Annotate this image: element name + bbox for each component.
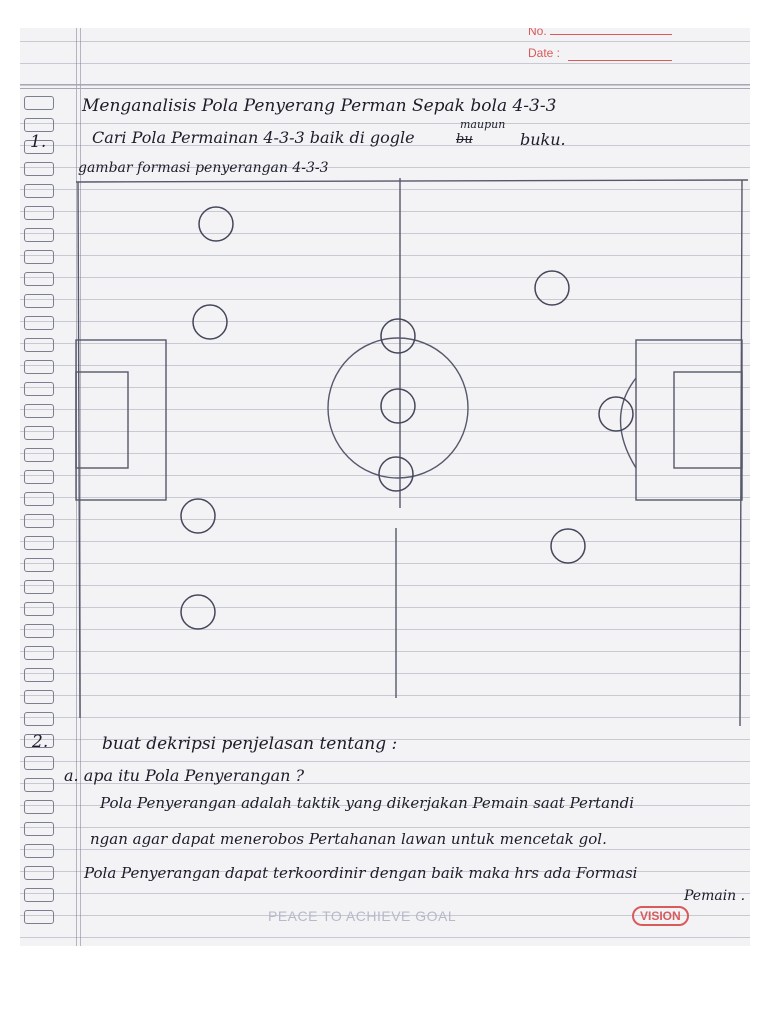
item1-insert: maupun <box>460 118 506 131</box>
left-penalty-box <box>75 339 167 501</box>
left-goal-box <box>75 371 129 469</box>
binder-box <box>24 822 54 836</box>
binder-box <box>24 624 54 638</box>
binder-box <box>24 668 54 682</box>
binder-box <box>24 514 54 528</box>
left-margin-line-2 <box>80 28 81 946</box>
diagram-caption: gambar formasi penyerangan 4-3-3 <box>78 160 329 176</box>
brand-logo: VISION <box>632 906 689 926</box>
item1-strikethrough: bu <box>456 132 473 147</box>
no-underline <box>550 34 672 35</box>
answer-line-2: ngan agar dapat menerobos Pertahanan law… <box>90 830 607 848</box>
binder-box <box>24 448 54 462</box>
binder-box <box>24 316 54 330</box>
player-marker <box>550 528 586 564</box>
binder-box <box>24 118 54 132</box>
binder-box <box>24 250 54 264</box>
binder-box <box>24 338 54 352</box>
player-marker <box>198 206 234 242</box>
answer-line-1: Pola Penyerangan adalah taktik yang dike… <box>100 794 635 812</box>
right-goal-box <box>673 371 743 469</box>
item1-number: 1. <box>30 132 47 152</box>
binder-box <box>24 228 54 242</box>
binder-box <box>24 712 54 726</box>
player-marker <box>380 388 416 424</box>
binder-box <box>24 426 54 440</box>
notebook-page: No. Date : Menganalisis Pola Penyerang P… <box>20 28 750 946</box>
item2-text: buat dekripsi penjelasan tentang : <box>102 734 398 754</box>
binder-box <box>24 778 54 792</box>
binder-box <box>24 866 54 880</box>
player-markers <box>180 206 634 630</box>
notes-title: Menganalisis Pola Penyerang Perman Sepak… <box>82 96 557 116</box>
binder-box <box>24 294 54 308</box>
no-label: No. <box>528 28 547 38</box>
binder-box <box>24 844 54 858</box>
binder-box <box>24 756 54 770</box>
binder-box <box>24 470 54 484</box>
item1-end: buku. <box>520 130 566 149</box>
binder-box <box>24 184 54 198</box>
header-rule-2 <box>20 88 750 89</box>
answer-line-3: Pola Penyerangan dapat terkoordinir deng… <box>84 864 638 882</box>
player-marker <box>180 498 216 534</box>
date-label: Date : <box>528 46 561 60</box>
binder-box <box>24 140 54 154</box>
footer-slogan: PEACE TO ACHIEVE GOAL <box>268 908 457 924</box>
item2-number: 2. <box>32 732 49 752</box>
binder-box <box>24 690 54 704</box>
binder-box <box>24 404 54 418</box>
binder-box <box>24 888 54 902</box>
header-rule <box>20 84 750 85</box>
binder-box <box>24 602 54 616</box>
center-circle <box>327 337 469 479</box>
binder-box <box>24 646 54 660</box>
player-marker <box>180 594 216 630</box>
binder-box <box>24 800 54 814</box>
binder-box <box>24 910 54 924</box>
player-marker <box>534 270 570 306</box>
player-marker <box>192 304 228 340</box>
binder-box <box>24 536 54 550</box>
binder-box <box>24 382 54 396</box>
binder-box <box>24 96 54 110</box>
player-marker <box>380 318 416 354</box>
pitch-right-line <box>739 179 743 727</box>
question-a: a. apa itu Pola Penyerangan ? <box>64 766 305 785</box>
binder-box <box>24 360 54 374</box>
pitch-top-line <box>75 179 749 183</box>
binder-box <box>24 272 54 286</box>
date-underline <box>568 60 672 61</box>
binder-box <box>24 734 54 748</box>
binder-box <box>24 162 54 176</box>
binder-box <box>24 580 54 594</box>
player-marker <box>378 456 414 492</box>
binder-box <box>24 558 54 572</box>
pitch-left-line <box>77 181 81 719</box>
item1-text: Cari Pola Permainan 4-3-3 baik di gogle <box>92 128 415 147</box>
right-penalty-box <box>635 339 743 501</box>
binder-box <box>24 492 54 506</box>
player-marker <box>598 396 634 432</box>
right-penalty-arc <box>619 377 637 469</box>
binder-box <box>24 206 54 220</box>
answer-line-4: Pemain . <box>684 888 746 904</box>
formation-diagram <box>75 178 749 727</box>
